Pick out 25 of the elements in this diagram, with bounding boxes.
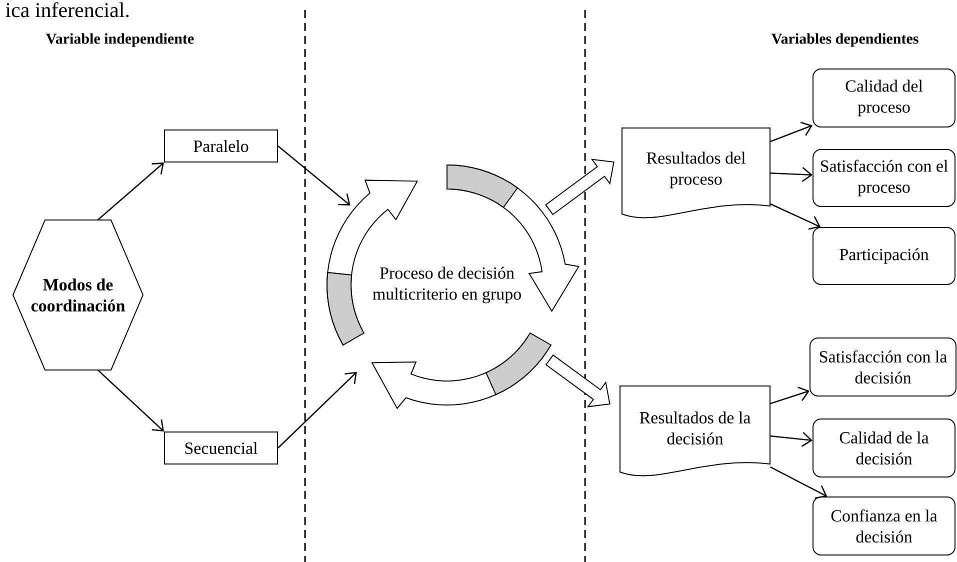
column-heading: Variables dependientes: [772, 33, 918, 47]
rounded-box: Satisfacción con la decisión: [810, 338, 957, 396]
process-box: Paralelo: [164, 130, 278, 162]
rounded-box: Participación: [812, 227, 956, 285]
arrow: [98, 162, 164, 220]
arrow: [770, 167, 813, 182]
arrow: [278, 146, 350, 206]
document-box: Resultados del proceso: [622, 128, 770, 218]
arrow: [770, 122, 813, 142]
rounded-box: Satisfacción con el proceso: [812, 149, 956, 207]
rounded-box: Calidad del proceso: [812, 68, 956, 128]
rounded-box: Calidad de la decisión: [812, 418, 956, 478]
arrow: [278, 372, 357, 448]
cut-off-text: ica inferencial.: [6, 2, 129, 18]
process-box: Secuencial: [164, 432, 278, 464]
arrow: [770, 432, 813, 447]
arrow: [98, 370, 164, 432]
rounded-box: Confianza en la decisión: [812, 496, 956, 556]
block-arrow: [545, 158, 614, 216]
cycle-label: Proceso de decisión multicriterio en grupo: [372, 266, 521, 304]
document-box: Resultados de la decisión: [620, 386, 770, 476]
column-heading: Variable independiente: [46, 33, 194, 47]
arrow: [770, 203, 821, 230]
arrow: [770, 386, 810, 404]
arrow: [770, 466, 828, 499]
